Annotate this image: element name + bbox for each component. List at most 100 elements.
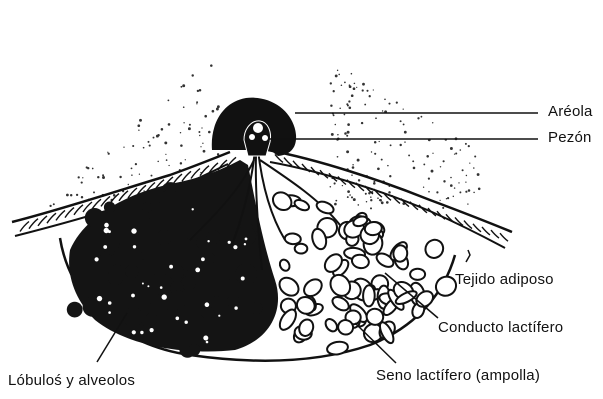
label-seno-lactifero: Seno lactífero (ampolla)	[376, 367, 540, 384]
stipple-dot	[352, 166, 355, 169]
stipple-dot	[335, 74, 338, 77]
stipple-dot	[447, 197, 449, 199]
stipple-dot	[381, 159, 383, 161]
stipple-dot	[108, 153, 110, 155]
stipple-dot	[81, 196, 83, 198]
lobule-highlight	[140, 331, 143, 334]
stipple-dot	[335, 200, 337, 202]
lobule-highlight	[133, 245, 136, 248]
stipple-dot	[156, 135, 159, 138]
stipple-dot	[153, 137, 155, 139]
stipple-dot	[53, 203, 55, 205]
stipple-dot	[423, 187, 424, 188]
stipple-dot	[137, 124, 140, 127]
stipple-dot	[413, 167, 416, 170]
lobule-highlight	[233, 245, 237, 249]
stipple-dot	[131, 167, 133, 169]
stipple-dot	[473, 167, 475, 169]
stipple-dot	[374, 153, 376, 155]
stipple-dot	[370, 207, 372, 209]
stipple-dot	[97, 176, 99, 178]
lobule-bump	[227, 295, 240, 308]
hatch-stroke	[473, 224, 481, 232]
stipple-dot	[450, 177, 452, 179]
sinus-cell	[284, 233, 301, 245]
stipple-dot	[351, 196, 353, 198]
lobule-highlight	[234, 306, 237, 309]
lobule-highlight	[95, 257, 99, 261]
stipple-dot	[458, 182, 459, 183]
stipple-dot	[439, 200, 440, 201]
stipple-dot	[450, 147, 453, 150]
stipple-dot	[82, 177, 83, 178]
stipple-dot	[403, 123, 405, 125]
stipple-dot	[216, 108, 219, 111]
label-areola: Aréola	[548, 103, 593, 120]
hatch-stroke	[56, 210, 65, 220]
stipple-dot	[354, 83, 356, 85]
stipple-dot	[375, 117, 377, 119]
stipple-dot	[337, 134, 338, 135]
stipple-dot	[344, 132, 347, 135]
stipple-dot	[135, 163, 137, 165]
hatch-stroke	[428, 208, 436, 216]
lobule-bump	[137, 218, 154, 235]
stipple-dot	[330, 104, 332, 106]
sinus-cell	[326, 340, 349, 356]
stipple-dot	[432, 122, 433, 123]
stipple-dot	[347, 131, 350, 134]
stipple-dot	[440, 166, 441, 167]
stipple-dot	[182, 84, 185, 87]
stipple-dot	[333, 114, 335, 116]
lobule-bump	[125, 265, 139, 279]
stipple-dot	[212, 110, 215, 113]
lobule-bump	[235, 263, 257, 285]
stipple-dot	[454, 187, 455, 188]
stipple-dot	[468, 189, 471, 192]
stipple-dot	[346, 135, 348, 137]
stipple-dot	[167, 99, 169, 101]
stipple-dot	[119, 176, 121, 178]
sinus-cell	[278, 258, 291, 272]
stipple-dot	[203, 150, 206, 153]
stipple-dot	[334, 182, 336, 184]
stipple-dot	[377, 197, 379, 199]
lobule-highlight	[160, 286, 163, 289]
lobule-bump	[124, 307, 144, 327]
stipple-dot	[478, 188, 481, 191]
stipple-dot	[421, 116, 423, 118]
stipple-dot	[128, 184, 129, 185]
stipple-dot	[388, 191, 391, 194]
stipple-dot	[78, 176, 80, 178]
stipple-dot	[337, 156, 339, 158]
stipple-dot	[357, 204, 359, 206]
stipple-dot	[342, 185, 343, 186]
stipple-dot	[408, 154, 410, 156]
stipple-dot	[191, 74, 193, 76]
stipple-dot	[443, 160, 445, 162]
label-pezon: Pezón	[548, 129, 592, 146]
hatch-stroke	[20, 222, 29, 232]
stipple-dot	[180, 132, 181, 133]
lobule-highlight	[201, 257, 205, 261]
nipple-pore	[262, 135, 268, 141]
stipple-dot	[467, 203, 468, 204]
stipple-dot	[388, 103, 390, 105]
lobule-highlight	[132, 330, 136, 334]
stipple-dot	[365, 193, 367, 195]
stipple-dot	[369, 95, 371, 97]
lobule-bump	[168, 222, 188, 242]
stipple-dot	[462, 169, 464, 171]
stipple-dot	[396, 102, 398, 104]
stipple-dot	[381, 201, 384, 204]
stipple-dot	[161, 128, 164, 131]
stipple-dot	[348, 100, 350, 102]
stipple-dot	[465, 191, 467, 193]
lobule-highlight	[131, 228, 136, 233]
hatch-stroke	[491, 230, 499, 238]
stipple-dot	[180, 86, 182, 88]
nipple-pore	[253, 123, 263, 133]
stipple-dot	[465, 143, 467, 145]
stipple-dot	[431, 170, 434, 173]
lobule-highlight	[150, 328, 154, 332]
